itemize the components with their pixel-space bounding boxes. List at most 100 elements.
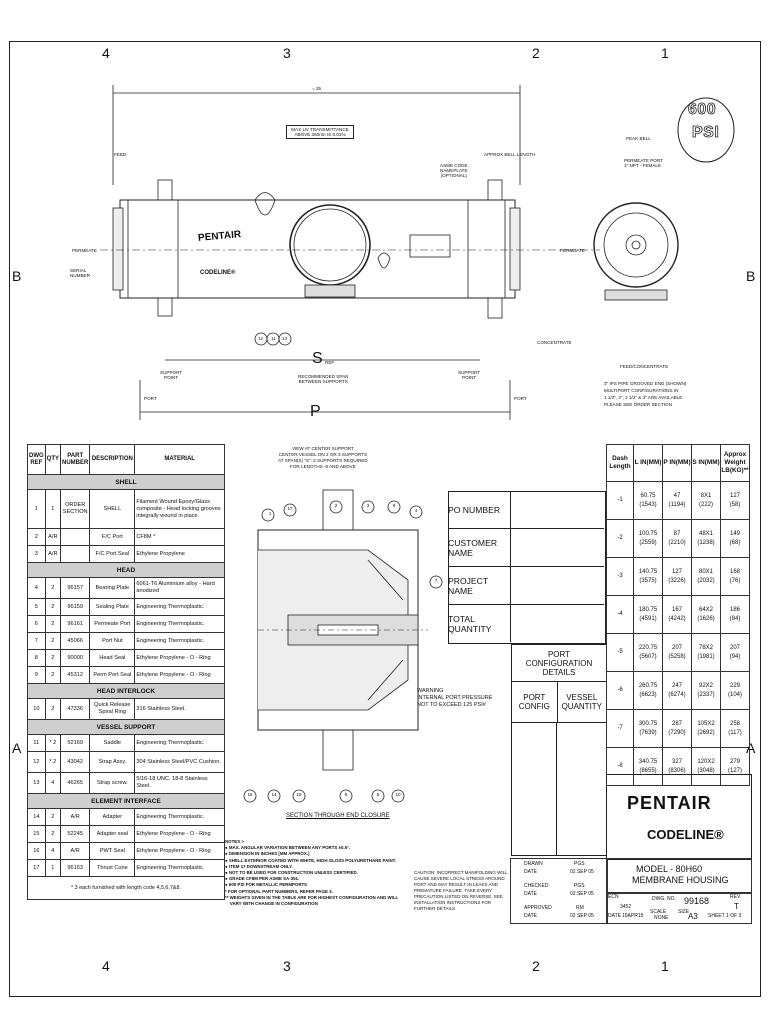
drawn-label: DRAWN xyxy=(524,861,543,867)
parts-cell-pn: 52245 xyxy=(60,825,91,843)
parts-cell-ref: 6 xyxy=(27,615,46,633)
parts-cell-mat: Filament Wound Epoxy/Glass composite - H… xyxy=(134,489,225,529)
port-config-box: PORT CONFIGURATION DETAILS PORT CONFIG V… xyxy=(511,644,607,856)
dash-value-mm-weight: (94) xyxy=(729,653,741,660)
parts-cell-pn: 47336 xyxy=(60,698,91,720)
logo-pentair: PENTAIR xyxy=(627,793,712,813)
ecn-value: 3452 xyxy=(620,904,632,910)
dash-cell-l: 260.75(6623) xyxy=(633,671,663,710)
parts-cell-desc: Perm Port Seal xyxy=(89,666,136,684)
dwg-no-value: 99168 xyxy=(684,896,710,906)
zone-left-a: A xyxy=(12,740,22,756)
dash-length-table: Dash Length L IN(MM) P IN(MM) S IN(MM) A… xyxy=(606,444,750,786)
dash-value-mm-s: (1981) xyxy=(697,653,715,660)
dash-value-mm-p: (6274) xyxy=(668,691,686,698)
dash-value-mm-s: (2692) xyxy=(697,729,715,736)
parts-cell-ref: 7 xyxy=(27,632,46,650)
note-line: ● NOT TO BE USED FOR CONSTRUCTION UNLESS… xyxy=(225,870,358,876)
dash-value-mm-weight: (117) xyxy=(728,729,742,736)
parts-cell-desc: Adapter seal xyxy=(89,825,136,843)
parts-cell-ref: 5 xyxy=(27,598,46,616)
feed-concentrate-label: FEED/CONCENTRATE xyxy=(620,364,669,369)
parts-cell-pn: 96161 xyxy=(60,615,91,633)
parts-cell-pn xyxy=(60,545,91,563)
callout-12: 12 xyxy=(258,336,264,341)
parts-cell-desc: SHELL xyxy=(89,489,136,529)
parts-cell-ref: 3 xyxy=(27,545,46,563)
col-dash-length: Dash Length xyxy=(606,444,634,482)
dash-cell-s: 92X2(2337) xyxy=(691,671,721,710)
parts-cell-pn: 96159 xyxy=(60,598,91,616)
parts-cell-pn: 96157 xyxy=(60,577,91,599)
dash-cell-weight: 207 (94) xyxy=(720,633,750,672)
dash-value-mm-p: (7290) xyxy=(668,729,686,736)
parts-section-title: ELEMENT INTERFACE xyxy=(27,793,225,809)
psi-badge-unit: PSI xyxy=(692,124,720,142)
dash-code: -7 xyxy=(606,709,634,748)
dash-value-weight: 258 xyxy=(729,720,740,727)
parts-cell-desc: Adapter xyxy=(89,808,136,826)
dash-code: -5 xyxy=(606,633,634,672)
vessel-quantity-col: VESSEL QUANTITY xyxy=(561,693,603,711)
parts-cell-mat: Engineering Thermoplastic. xyxy=(134,859,225,877)
dash-cell-weight: 186(84) xyxy=(720,595,750,634)
drawn-by: PGS xyxy=(574,861,585,867)
dash-cell-weight: 168(76) xyxy=(720,557,750,596)
dash-value-s: 48X1 xyxy=(698,530,713,537)
parts-cell-qty: A/R xyxy=(44,545,62,563)
zone-top-4: 4 xyxy=(102,45,110,61)
dash-value-l: 180.75 xyxy=(638,606,658,613)
model-description: MEMBRANE HOUSING xyxy=(632,875,729,885)
dash-value-mm-l: (6623) xyxy=(639,691,657,698)
support-point-right: SUPPORT POINT xyxy=(458,370,481,380)
dash-value-weight: 149 xyxy=(729,530,740,537)
recommended-span: RECOMMENDED SPAN BETWEEN SUPPORTS xyxy=(298,374,349,384)
dash-value-mm-p: (8306) xyxy=(668,767,686,774)
zone-bottom-2: 2 xyxy=(532,958,540,974)
parts-cell-desc: Thrust Cone xyxy=(89,859,136,877)
parts-cell-qty: 2 xyxy=(44,615,62,633)
s-ref: REF xyxy=(325,360,335,365)
parts-cell-mat: Engineering Thermoplastic. xyxy=(134,615,225,633)
dash-value-mm-weight: (84) xyxy=(729,615,741,622)
dash-value-mm-s: (2032) xyxy=(697,577,715,584)
scale-value: NONE xyxy=(654,915,669,921)
customer-name-label: CUSTOMER NAME xyxy=(448,529,510,567)
dash-value-mm-s: (1626) xyxy=(697,615,715,622)
dash-value-s: 120X2 xyxy=(697,758,715,765)
dash-cell-weight: 258 (117) xyxy=(720,709,750,748)
dash-value-weight: 207 xyxy=(729,644,740,651)
dash-code: -2 xyxy=(606,519,634,558)
po-number-label: PO NUMBER xyxy=(448,491,510,529)
warning-note: WARNING INTERNAL PORT PRESSURE NOT TO EX… xyxy=(417,688,493,708)
dash-value-mm-weight: (104) xyxy=(727,691,742,698)
dash-value-mm-weight: (76) xyxy=(729,577,741,584)
asme-label: ASME CODE NAMEPLATE (OPTIONAL) xyxy=(440,163,468,178)
dash-cell-p: 207(5258) xyxy=(662,633,692,672)
zone-top-1: 1 xyxy=(661,45,669,61)
dash-value-weight: 127 xyxy=(729,492,740,499)
parts-cell-qty: 2 xyxy=(44,825,62,843)
parts-section-title: HEAD INTERLOCK xyxy=(27,683,225,699)
note-line: ● DIMENSION IN INCHES [MM APPROX.] xyxy=(225,851,310,857)
drawing-frame xyxy=(9,41,761,997)
dash-value-p: 327 xyxy=(671,758,682,765)
parts-cell-pn: 43042 xyxy=(60,751,91,773)
parts-cell-ref: 10 xyxy=(27,698,46,720)
parts-cell-ref: 9 xyxy=(27,666,46,684)
scale-label: SCALE xyxy=(650,909,667,915)
parts-cell-qty: 1 xyxy=(44,489,62,529)
parts-cell-mat: CF8M * xyxy=(134,528,225,546)
dash-value-mm-weight: (68) xyxy=(729,539,741,546)
callout-7: 7 xyxy=(434,578,438,583)
